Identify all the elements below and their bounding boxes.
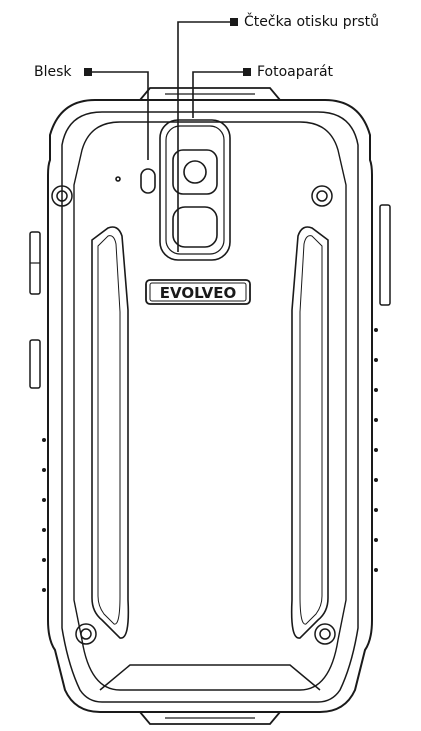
flash-leader — [92, 71, 149, 160]
screw-bottom-left — [75, 623, 97, 645]
camera-leader — [192, 71, 243, 118]
back-panel — [73, 121, 347, 691]
bottom-grip — [99, 664, 321, 691]
camera-label: Fotoaparát — [257, 64, 334, 80]
camera-lens-housing — [172, 149, 218, 195]
brand-logo: EVOLVEO — [160, 284, 236, 302]
top-bumper — [139, 87, 281, 101]
grip-ridges — [91, 226, 329, 639]
left-side-key-lower — [29, 339, 41, 389]
fingerprint-reader-label: Čtečka otisku prstů — [244, 14, 380, 30]
left-grip-ridge — [91, 226, 130, 639]
screw-bottom-right — [314, 623, 336, 645]
microphone-hole — [115, 176, 121, 182]
corner-screws — [51, 185, 336, 645]
logo-plate: EVOLVEO — [145, 279, 251, 305]
camera-marker — [243, 68, 251, 76]
callout-lines — [92, 21, 243, 252]
flash-area — [115, 168, 156, 194]
flash-led — [140, 168, 156, 194]
callout-markers — [84, 18, 251, 76]
phone-body — [29, 87, 391, 725]
side-knurls — [42, 328, 378, 592]
fingerprint-reader — [172, 206, 218, 248]
flash-marker — [84, 68, 92, 76]
screw-top-left — [51, 185, 73, 207]
screw-top-right — [311, 185, 333, 207]
camera-lens — [183, 160, 207, 184]
fingerprint-marker — [230, 18, 238, 26]
flash-label: Blesk — [34, 64, 72, 80]
inner-frame — [61, 111, 359, 703]
right-side-key — [379, 204, 391, 306]
fingerprint-leader — [177, 21, 230, 252]
bottom-bumper — [139, 711, 281, 725]
outer-shell — [47, 99, 373, 713]
camera-module — [159, 119, 231, 261]
right-grip-ridge — [290, 226, 329, 639]
